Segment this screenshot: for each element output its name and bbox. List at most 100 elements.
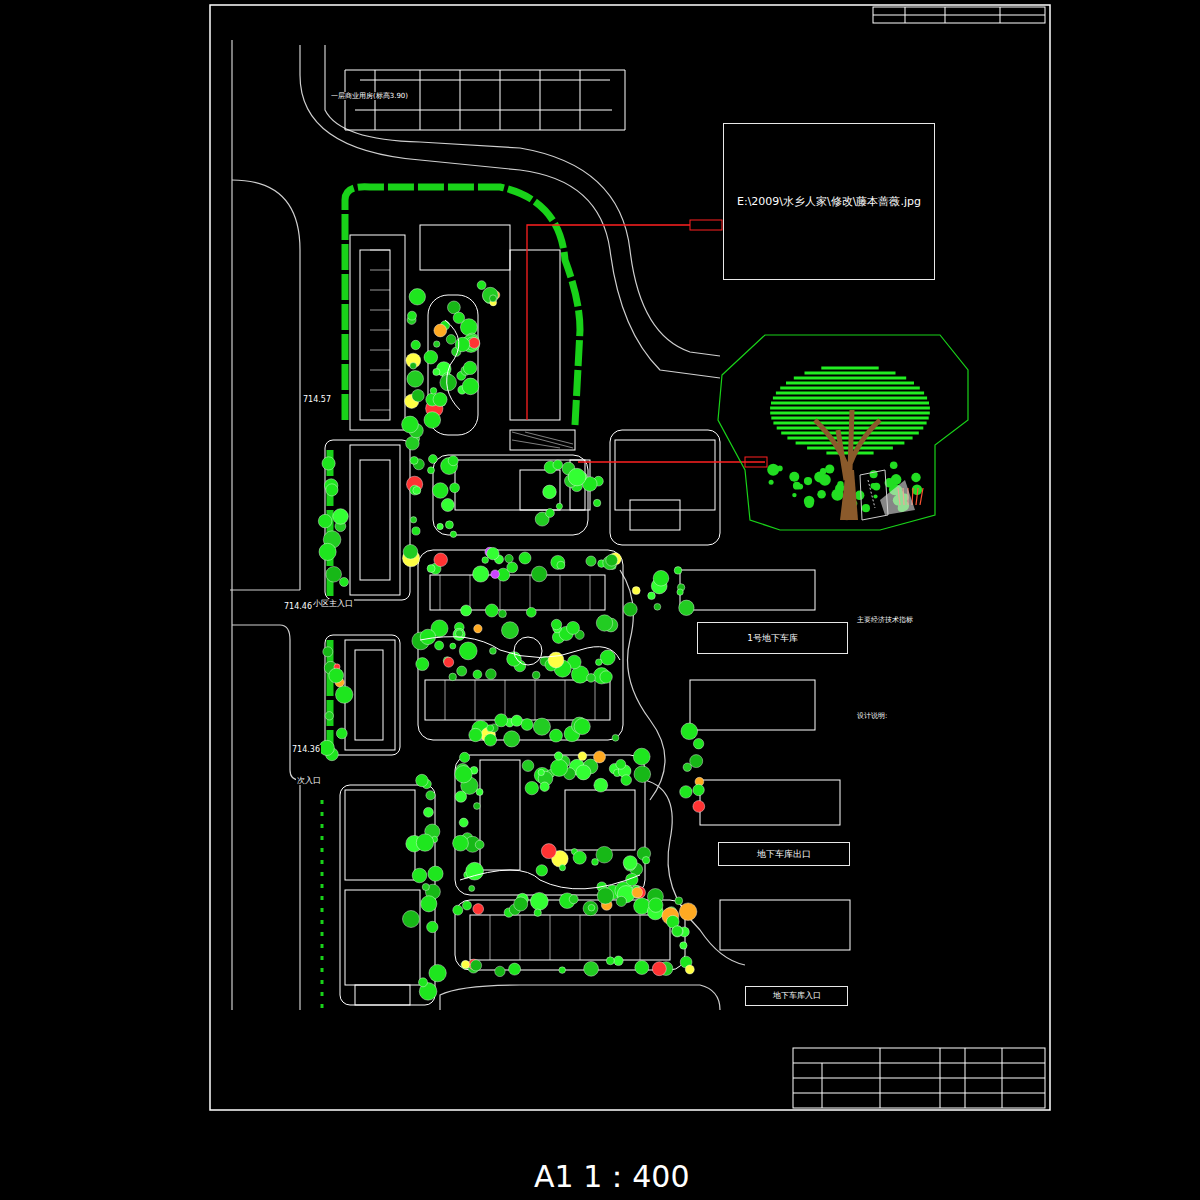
shrub-symbol bbox=[911, 473, 920, 482]
tree-symbol bbox=[672, 926, 683, 937]
plan-label: 一层商业用房(标高3.90) bbox=[330, 92, 409, 100]
shrub-symbol bbox=[819, 474, 831, 486]
tree-symbol bbox=[441, 499, 454, 512]
shrub-symbol bbox=[767, 464, 779, 476]
plan-linework bbox=[455, 755, 645, 895]
tree-symbol bbox=[463, 361, 476, 374]
shrub-symbol bbox=[789, 472, 799, 482]
tree-symbol bbox=[460, 752, 470, 762]
tree-symbol bbox=[683, 763, 691, 771]
tree-symbol bbox=[473, 670, 482, 679]
garage-label-box: 1号地下车库 bbox=[697, 622, 848, 654]
tree-symbol bbox=[490, 295, 497, 302]
tree-canopy bbox=[771, 402, 929, 405]
plan-label: 小区主入口 bbox=[312, 599, 354, 608]
plan-linework bbox=[690, 680, 815, 730]
plan-linework bbox=[318, 281, 704, 1001]
shrub-symbol bbox=[804, 477, 812, 485]
tree-symbol bbox=[403, 911, 420, 928]
tree-symbol bbox=[427, 565, 435, 573]
tree-symbol bbox=[594, 778, 608, 792]
tree-symbol bbox=[507, 562, 518, 573]
tree-symbol bbox=[522, 760, 534, 772]
plan-linework bbox=[510, 250, 560, 420]
plan-linework bbox=[325, 45, 720, 356]
plan-linework bbox=[645, 780, 745, 965]
tree-symbol bbox=[536, 865, 547, 876]
garage-label-box: 地下车库出口 bbox=[718, 842, 850, 866]
tree-symbol bbox=[433, 393, 447, 407]
tree-symbol bbox=[456, 630, 463, 637]
tree-symbol bbox=[326, 484, 338, 496]
tree-symbol bbox=[453, 628, 465, 640]
tree-symbol bbox=[499, 610, 507, 618]
tree-symbol bbox=[419, 978, 428, 987]
tree-symbol bbox=[416, 834, 433, 851]
plan-linework bbox=[905, 7, 906, 23]
plan-linework bbox=[1000, 7, 1001, 23]
tree-symbol bbox=[606, 554, 618, 566]
tree-symbol bbox=[642, 857, 649, 864]
tree-symbol bbox=[440, 374, 457, 391]
tree-symbol bbox=[476, 789, 483, 796]
tree-symbol bbox=[410, 517, 416, 523]
plan-linework bbox=[325, 295, 720, 1005]
tree-symbol bbox=[551, 555, 565, 569]
tree-symbol bbox=[484, 734, 496, 746]
plan-linework bbox=[793, 1048, 1045, 1108]
tree-symbol bbox=[448, 456, 458, 466]
tree-symbol bbox=[690, 755, 703, 768]
plan-linework bbox=[350, 445, 400, 595]
tree-symbol bbox=[526, 607, 536, 617]
tree-symbol bbox=[649, 898, 663, 912]
tree-symbol bbox=[693, 739, 703, 749]
plan-linework bbox=[445, 320, 460, 410]
plan-linework bbox=[512, 432, 573, 448]
plan-linework bbox=[578, 461, 765, 462]
tree-symbol bbox=[487, 547, 499, 559]
tree-symbol bbox=[437, 523, 443, 529]
plan-linework bbox=[880, 480, 915, 515]
tree-symbol bbox=[592, 859, 599, 866]
plan-label: 设计说明: bbox=[856, 712, 888, 720]
tree-symbol bbox=[482, 557, 489, 564]
tree-symbol bbox=[568, 468, 586, 486]
plan-linework bbox=[210, 5, 1050, 1110]
tree-symbol bbox=[593, 499, 600, 506]
tree-symbol bbox=[551, 759, 568, 776]
tree-symbol bbox=[504, 731, 520, 747]
tree-symbol bbox=[416, 774, 428, 786]
tree-symbol bbox=[424, 807, 434, 817]
plan-linework bbox=[340, 785, 435, 1005]
tree-symbol bbox=[525, 781, 538, 794]
tree-symbol bbox=[410, 456, 418, 464]
tree-canopy bbox=[786, 382, 914, 385]
tree-symbol bbox=[408, 311, 417, 320]
plan-linework bbox=[460, 870, 640, 889]
plan-linework bbox=[793, 1048, 1045, 1108]
plan-linework bbox=[355, 985, 410, 1005]
tree-symbol bbox=[693, 801, 705, 813]
tree-symbol bbox=[596, 846, 613, 863]
tree-symbol bbox=[428, 467, 435, 474]
tree-symbol bbox=[469, 337, 480, 348]
tree-canopy bbox=[794, 377, 906, 380]
tree-symbol bbox=[596, 659, 603, 666]
plan-linework bbox=[510, 430, 575, 450]
tree-symbol bbox=[487, 725, 494, 732]
plan-linework bbox=[420, 225, 510, 270]
tree-symbol bbox=[475, 840, 484, 849]
garage-label-box: 地下车库入口 bbox=[745, 986, 848, 1006]
plan-linework bbox=[610, 430, 720, 545]
plan-linework bbox=[680, 570, 815, 610]
tree-symbol bbox=[470, 960, 481, 971]
plan-linework bbox=[445, 680, 595, 720]
plan-linework bbox=[345, 890, 420, 985]
shrub-symbol bbox=[797, 484, 803, 490]
plan-label: 714.36 bbox=[291, 745, 321, 754]
plan-linework bbox=[370, 250, 390, 410]
plan-linework bbox=[350, 235, 405, 430]
tree-symbol bbox=[679, 903, 697, 921]
tree-symbol bbox=[559, 865, 565, 871]
